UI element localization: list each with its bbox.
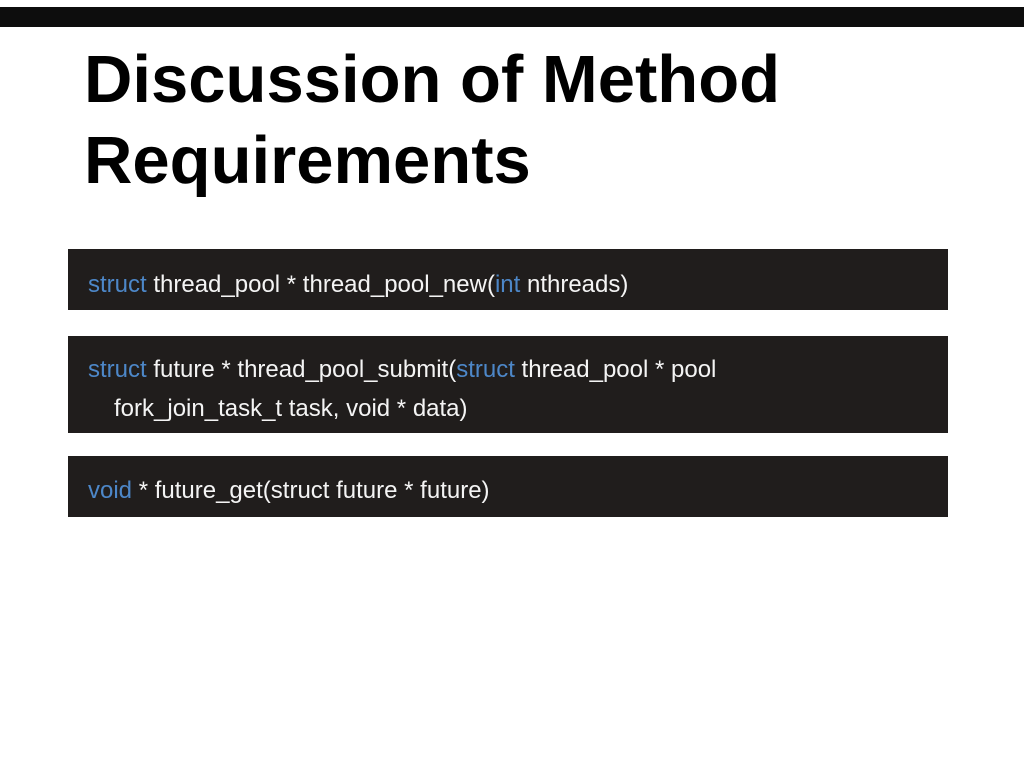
code-keyword: struct (88, 356, 147, 383)
code-keyword: void (88, 477, 133, 504)
code-text: thread_pool * pool (514, 356, 717, 383)
code-block-future-get: void * future_get(struct future * future… (68, 456, 948, 517)
code-text: fork_join_task_t task, void * data) (114, 395, 468, 422)
code-line: void * future_get(struct future * future… (88, 471, 948, 510)
code-keyword: struct (88, 271, 147, 298)
code-text: future * thread_pool_submit( (146, 356, 457, 383)
code-text: nthreads) (520, 271, 629, 298)
slide-title-line-1: Discussion of Method (84, 42, 781, 117)
slide-title: Discussion of Method Requirements (84, 39, 780, 201)
code-keyword: int (494, 271, 521, 298)
code-line: struct thread_pool * thread_pool_new(int… (88, 265, 948, 304)
code-block-thread-pool-new: struct thread_pool * thread_pool_new(int… (68, 249, 948, 310)
code-line: fork_join_task_t task, void * data) (114, 389, 948, 428)
code-text: thread_pool * thread_pool_new( (146, 271, 495, 298)
code-line: struct future * thread_pool_submit(struc… (88, 350, 948, 389)
code-keyword: struct (456, 356, 515, 383)
code-text: * future_get(struct future * future) (132, 477, 490, 504)
slide-title-line-2: Requirements (84, 123, 531, 198)
code-block-thread-pool-submit: struct future * thread_pool_submit(struc… (68, 336, 948, 433)
top-accent-bar (0, 7, 1024, 27)
